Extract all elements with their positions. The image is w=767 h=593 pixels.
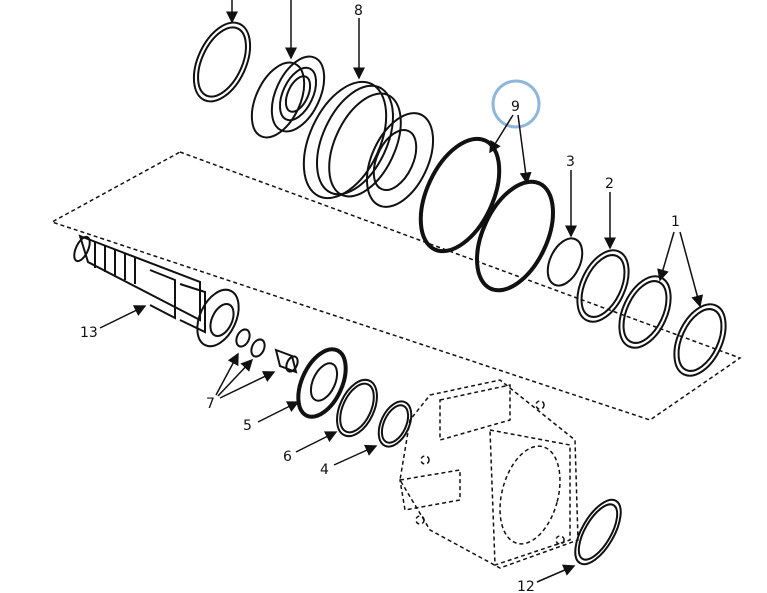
callout-9-highlight [491,79,541,129]
callout-8: 8 [354,3,363,19]
o-ring-9b [475,179,555,293]
snap-ring-1b [673,303,727,377]
callout-7: 7 [206,396,215,412]
part-8-carrier [302,80,435,208]
callout-4: 4 [320,462,329,478]
callout-1: 1 [671,214,680,230]
seal-5 [296,347,348,419]
ring-6 [336,378,378,438]
callout-9: 9 [511,99,520,115]
callout-12: 12 [517,579,535,593]
callout-2: 2 [605,176,614,192]
snap-ring-1a [618,275,672,349]
snap-ring-4 [377,400,413,448]
washer-7a [235,328,251,348]
callout-6: 6 [283,449,292,465]
callout-5: 5 [243,418,252,434]
bearing [250,55,326,139]
callout-13: 13 [80,325,98,341]
o-ring-9a [418,136,502,254]
callout-3: 3 [566,154,575,170]
shaft-13 [73,234,240,348]
plug-7 [274,348,299,374]
ring-3 [546,237,584,287]
snap-ring-12 [574,498,622,566]
housing [399,379,579,569]
ring-2 [576,249,630,323]
washer-7b [250,338,266,358]
snap-ring-top [192,21,252,103]
